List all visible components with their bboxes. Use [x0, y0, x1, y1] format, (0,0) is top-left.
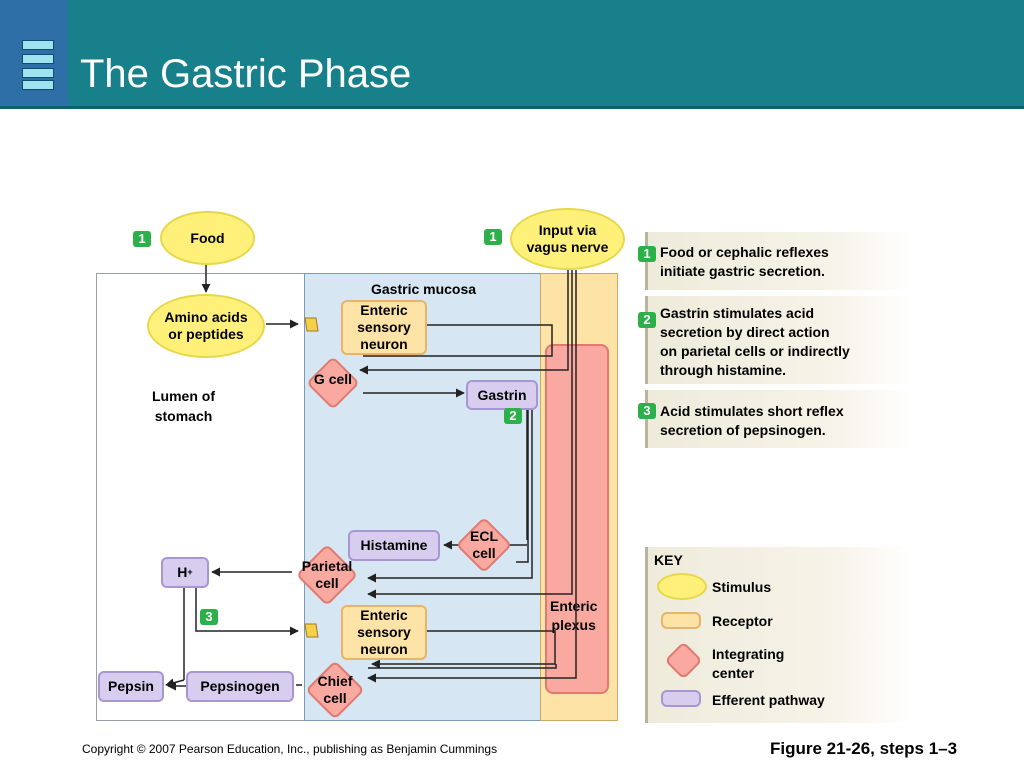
histamine-efferent: Histamine [348, 530, 440, 561]
step-1-text: Food or cephalic reflexes initiate gastr… [660, 244, 829, 279]
g-cell-label: G cell [313, 371, 353, 387]
enteric-plexus-label: Enteric plexus [550, 598, 598, 633]
figure-caption: Figure 21-26, steps 1–3 [770, 739, 958, 758]
gastrin-efferent: Gastrin [466, 380, 538, 410]
amino-acids-stimulus: Amino acids or peptides [147, 294, 265, 358]
step-3-panel [645, 390, 913, 448]
key-title: KEY [654, 552, 683, 568]
step-2-panel [645, 296, 913, 384]
copyright-text: Copyright © 2007 Pearson Education, Inc.… [82, 742, 498, 756]
step-1-badge: 1 [638, 246, 656, 262]
key-integrating-label: Integrating center [712, 646, 785, 681]
chief-cell-label: Chief cell [317, 673, 353, 706]
slide-lines-icon [22, 40, 54, 92]
step-3-text: Acid stimulates short reflex secretion o… [660, 403, 844, 438]
pepsin-efferent: Pepsin [98, 671, 164, 702]
gastric-mucosa-label: Gastric mucosa [371, 281, 477, 297]
step-3-badge: 3 [638, 403, 656, 419]
step-badge-acid: 3 [200, 609, 218, 625]
h-plus-efferent: H+ [161, 557, 209, 588]
parietal-cell-label: Parietal cell [301, 558, 353, 591]
key-receptor-label: Receptor [712, 613, 773, 629]
key-efferent-swatch [661, 690, 701, 707]
key-integrating-swatch [663, 640, 703, 680]
step-badge-food: 1 [133, 231, 151, 247]
parietal-cell-integrating-center: Parietal cell [290, 543, 364, 607]
slide-title: The Gastric Phase [80, 52, 412, 96]
chief-cell-integrating-center: Chief cell [302, 660, 368, 720]
step-2-badge: 2 [638, 312, 656, 328]
step-badge-gastrin: 2 [504, 408, 522, 424]
title-bar [0, 0, 1024, 106]
enteric-sensory-neuron-receptor: Enteric sensory neuron [341, 300, 427, 355]
ecl-cell-integrating-center: ECL cell [455, 516, 513, 574]
pepsinogen-efferent: Pepsinogen [186, 671, 294, 702]
key-stimulus-swatch [657, 573, 707, 600]
step-1-panel [645, 232, 913, 290]
g-cell-integrating-center: G cell [302, 355, 364, 410]
h-plus-superscript: + [187, 567, 193, 577]
step-badge-vagus: 1 [484, 229, 502, 245]
key-stimulus-label: Stimulus [712, 579, 772, 595]
enteric-sensory-neuron-receptor-2: Enteric sensory neuron [341, 605, 427, 660]
vagus-input-stimulus: Input via vagus nerve [510, 208, 625, 270]
key-receptor-swatch [661, 612, 701, 629]
food-stimulus: Food [160, 211, 255, 265]
h-plus-label: H [177, 564, 188, 580]
ecl-cell-label: ECL cell [470, 528, 498, 561]
step-2-text: Gastrin stimulates acid secretion by dir… [660, 305, 850, 378]
title-divider [0, 106, 1024, 109]
lumen-label: Lumen of stomach [152, 388, 215, 424]
key-efferent-label: Efferent pathway [712, 692, 825, 708]
